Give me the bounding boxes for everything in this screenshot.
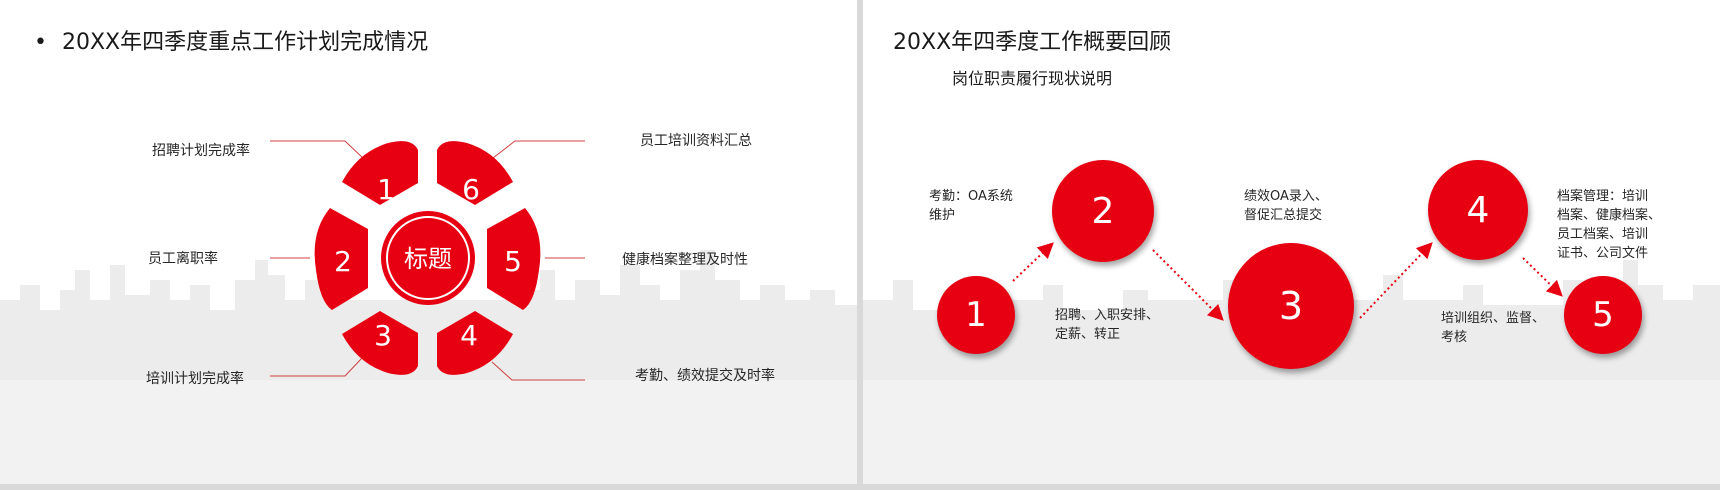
slide-title: • 20XX年四季度重点工作计划完成情况 bbox=[34, 24, 428, 56]
city-skyline-background bbox=[0, 250, 857, 484]
label-3: 培训计划完成率 bbox=[146, 371, 244, 387]
slide-title: 20XX年四季度工作概要回顾 bbox=[893, 30, 1172, 55]
step-circle-4: 4 bbox=[1428, 160, 1528, 260]
arrow-4-5 bbox=[1522, 257, 1563, 297]
petal-4 bbox=[437, 311, 513, 375]
step-desc-4: 培训组织、监督、 考核 bbox=[1441, 309, 1545, 347]
step-desc-3-line: 绩效OA录入、 bbox=[1244, 189, 1328, 204]
step-desc-1: 考勤：OA系统 维护 bbox=[929, 187, 1013, 225]
step-circle-1: 1 bbox=[937, 276, 1015, 354]
petal-number-5: 5 bbox=[504, 245, 522, 278]
center-circle bbox=[381, 211, 475, 305]
bullet: • bbox=[34, 30, 47, 55]
step-desc-2-line: 招聘、入职安排、 bbox=[1055, 308, 1160, 323]
step-desc-5-line: 证书、公司文件 bbox=[1557, 246, 1649, 261]
step-desc-3-line: 督促汇总提交 bbox=[1244, 208, 1323, 223]
slide-left: • 20XX年四季度重点工作计划完成情况 1 6 2 5 3 4 bbox=[0, 0, 857, 484]
connector-line-3 bbox=[270, 357, 363, 377]
petal-diagram: 1 6 2 5 3 4 标题 bbox=[270, 140, 585, 381]
connector-line-1 bbox=[270, 140, 366, 161]
petal-5 bbox=[487, 208, 541, 310]
title-text: 20XX年四季度重点工作计划完成情况 bbox=[61, 30, 429, 55]
step-desc-2: 招聘、入职安排、 定薪、转正 bbox=[1055, 306, 1159, 344]
step-circle-2: 2 bbox=[1052, 160, 1154, 262]
label-5: 健康档案整理及时性 bbox=[622, 252, 748, 268]
arrow-2-3 bbox=[1152, 249, 1224, 321]
label-6: 员工培训资料汇总 bbox=[640, 133, 752, 149]
center-label: 标题 bbox=[404, 245, 452, 273]
petal-1 bbox=[342, 141, 418, 205]
connector-line-4 bbox=[491, 361, 585, 381]
step-circle-3: 3 bbox=[1228, 243, 1354, 369]
step-desc-5: 档案管理：培训 档案、健康档案、 员工档案、培训 证书、公司文件 bbox=[1557, 187, 1661, 263]
process-arrows bbox=[1012, 242, 1563, 321]
petal-number-6: 6 bbox=[462, 173, 480, 206]
petal-2 bbox=[314, 208, 368, 310]
slide-right: 20XX年四季度工作概要回顾 岗位职责履行现状说明 1 2 3 4 5 考勤：O… bbox=[863, 0, 1720, 484]
label-2: 员工离职率 bbox=[148, 251, 218, 267]
arrow-1-2 bbox=[1012, 242, 1054, 282]
arrow-3-4 bbox=[1359, 242, 1433, 319]
connector-line-6 bbox=[492, 140, 585, 159]
slide-subtitle: 岗位职责履行现状说明 bbox=[952, 69, 1113, 88]
step-desc-4-line: 培训组织、监督、 bbox=[1441, 311, 1546, 326]
petal-number-4: 4 bbox=[460, 319, 478, 352]
petal-6 bbox=[437, 141, 513, 205]
step-desc-2-line: 定薪、转正 bbox=[1055, 327, 1121, 342]
petal-number-3: 3 bbox=[374, 319, 392, 352]
step-desc-4-line: 考核 bbox=[1441, 330, 1468, 345]
petal-3 bbox=[342, 311, 418, 375]
city-skyline-background bbox=[863, 260, 1720, 484]
step-circle-5: 5 bbox=[1564, 276, 1642, 354]
step-desc-5-line: 档案管理：培训 bbox=[1557, 189, 1649, 204]
step-desc-5-line: 档案、健康档案、 bbox=[1557, 208, 1662, 223]
step-desc-1-line: 维护 bbox=[929, 208, 956, 223]
label-1: 招聘计划完成率 bbox=[152, 143, 250, 159]
step-desc-1-line: 考勤：OA系统 bbox=[929, 189, 1013, 204]
step-desc-3: 绩效OA录入、 督促汇总提交 bbox=[1244, 187, 1328, 225]
label-4: 考勤、绩效提交及时率 bbox=[635, 368, 775, 384]
step-desc-5-line: 员工档案、培训 bbox=[1557, 227, 1649, 242]
petal-number-1: 1 bbox=[377, 173, 395, 206]
petal-number-2: 2 bbox=[334, 245, 352, 278]
